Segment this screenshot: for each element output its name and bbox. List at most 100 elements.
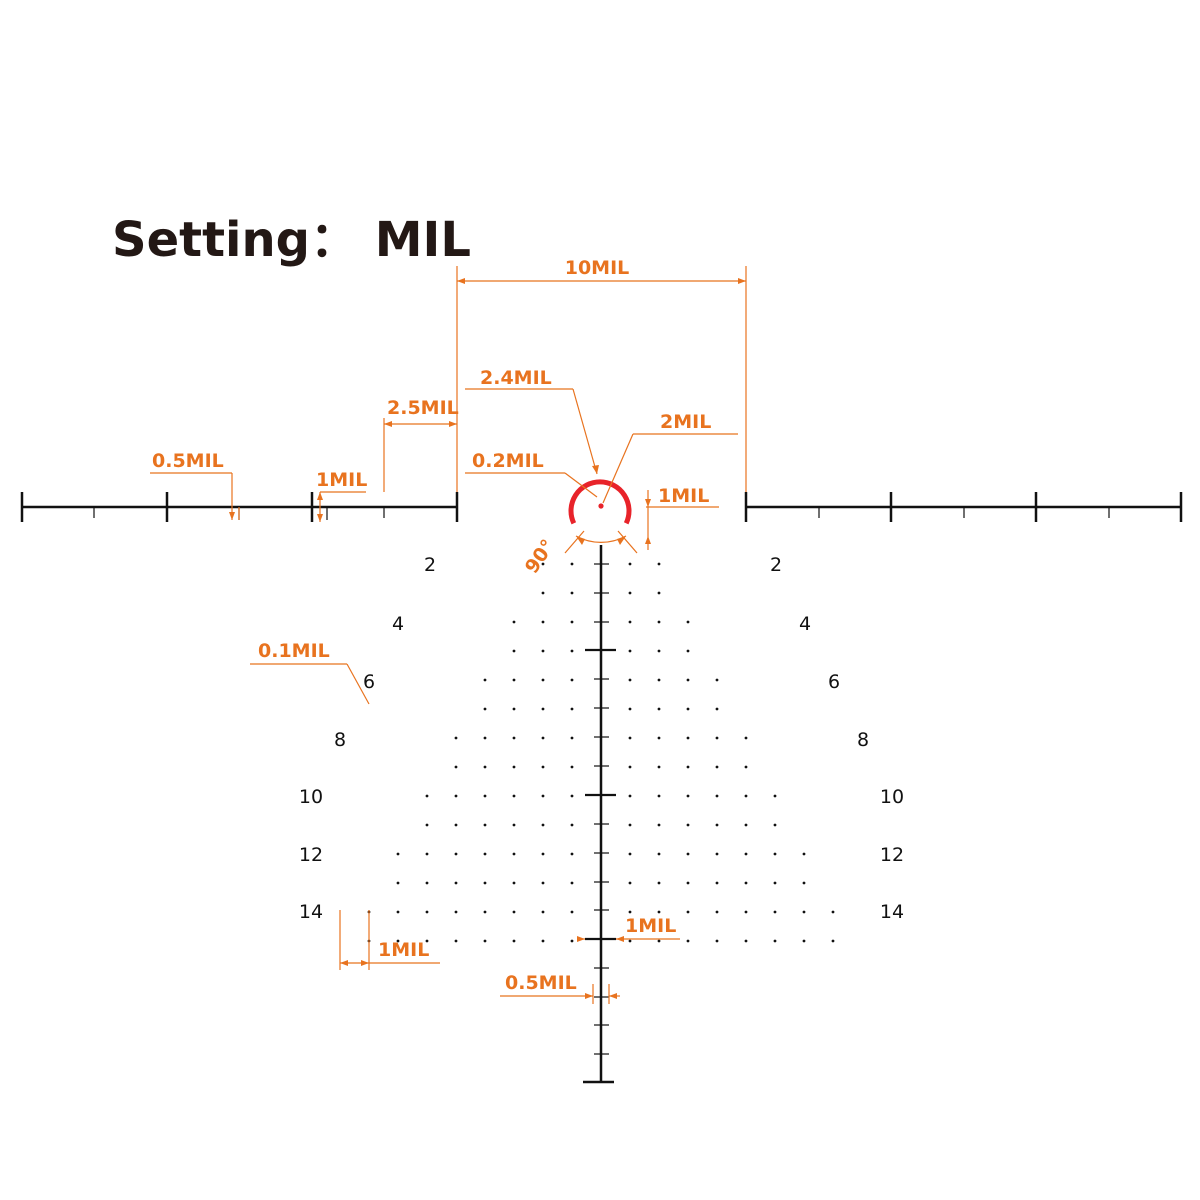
annotation-two-point-five-mil: 2.5MIL: [383, 397, 459, 492]
holdover-dot: [454, 881, 458, 885]
holdover-dot: [570, 736, 574, 740]
holdover-dot: [541, 591, 545, 595]
holdover-dot: [570, 794, 574, 798]
annotation-ninety-degrees: 90°: [521, 530, 638, 578]
holdover-dot: [483, 939, 487, 943]
holdover-dot: [541, 736, 545, 740]
holdover-dot: [773, 852, 777, 856]
holdover-dot: [744, 823, 748, 827]
row-label-left: 4: [392, 613, 404, 635]
annotation-two-point-four-mil: 2.4MIL: [465, 367, 599, 475]
holdover-dot: [628, 649, 632, 653]
holdover-dot: [454, 765, 458, 769]
holdover-dot: [570, 620, 574, 624]
holdover-dot: [802, 881, 806, 885]
holdover-dot: [657, 852, 661, 856]
holdover-dot: [541, 852, 545, 856]
holdover-dot: [570, 562, 574, 566]
holdover-dot: [802, 910, 806, 914]
holdover-dot: [715, 736, 719, 740]
holdover-dot: [570, 591, 574, 595]
holdover-dot: [570, 823, 574, 827]
holdover-dot: [715, 823, 719, 827]
label-one-mil-left: 1MIL: [316, 469, 367, 491]
holdover-dot: [657, 823, 661, 827]
row-label-left: 10: [299, 786, 323, 808]
holdover-dot: [773, 794, 777, 798]
holdover-dot: [657, 678, 661, 682]
annotation-zero-point-two-mil: 0.2MIL: [465, 450, 598, 498]
holdover-dot: [744, 736, 748, 740]
holdover-dot: [570, 707, 574, 711]
holdover-dot: [657, 939, 661, 943]
holdover-dot: [541, 823, 545, 827]
holdover-dot: [773, 881, 777, 885]
label-zero-point-one-mil: 0.1MIL: [258, 640, 330, 662]
row-label-left: 12: [299, 844, 323, 866]
holdover-dot: [541, 765, 545, 769]
holdover-dot: [425, 852, 429, 856]
label-zero-point-five-mil-post: 0.5MIL: [505, 972, 577, 994]
holdover-dot: [831, 910, 835, 914]
row-label-right: 14: [880, 901, 904, 923]
page-title: Setting： MIL: [112, 212, 471, 268]
annotation-zero-point-five-mil-post: 0.5MIL: [500, 972, 620, 1004]
holdover-dot: [831, 939, 835, 943]
holdover-dot: [628, 678, 632, 682]
holdover-dot: [570, 649, 574, 653]
holdover-dot: [657, 620, 661, 624]
holdover-dot: [570, 910, 574, 914]
holdover-dot: [454, 910, 458, 914]
holdover-dot: [570, 678, 574, 682]
holdover-dot: [773, 910, 777, 914]
holdover-dot: [483, 736, 487, 740]
holdover-dot: [570, 852, 574, 856]
holdover-dot: [454, 736, 458, 740]
label-zero-point-five-mil-top: 0.5MIL: [152, 450, 224, 472]
label-two-point-five-mil: 2.5MIL: [387, 397, 459, 419]
annotation-zero-point-one-mil: 0.1MIL: [250, 640, 370, 705]
holdover-dot: [773, 939, 777, 943]
holdover-dot: [657, 707, 661, 711]
row-label-right: 2: [770, 554, 782, 576]
holdover-dot: [715, 707, 719, 711]
holdover-dot: [715, 881, 719, 885]
holdover-dot: [483, 852, 487, 856]
holdover-dot: [425, 910, 429, 914]
holdover-dot: [512, 881, 516, 885]
holdover-dot: [657, 765, 661, 769]
holdover-dot: [657, 562, 661, 566]
holdover-dot: [570, 881, 574, 885]
holdover-dot: [744, 852, 748, 856]
holdover-dot: [570, 765, 574, 769]
holdover-dot: [512, 910, 516, 914]
holdover-dot: [686, 620, 690, 624]
holdover-dot: [454, 823, 458, 827]
holdover-dot: [628, 910, 632, 914]
holdover-dot: [686, 678, 690, 682]
annotation-one-mil-right: 1MIL: [645, 485, 719, 550]
holdover-dot: [744, 765, 748, 769]
holdover-dot: [628, 823, 632, 827]
holdover-dot: [541, 939, 545, 943]
annotation-two-mil: 2MIL: [602, 411, 738, 504]
holdover-dot: [628, 765, 632, 769]
holdover-dot: [425, 794, 429, 798]
row-label-left: 2: [424, 554, 436, 576]
holdover-dot: [512, 794, 516, 798]
holdover-dot: [541, 794, 545, 798]
holdover-dot: [483, 910, 487, 914]
holdover-dot: [744, 794, 748, 798]
holdover-dot: [657, 910, 661, 914]
holdover-dot: [541, 678, 545, 682]
row-label-right: 8: [857, 729, 869, 751]
holdover-dot: [483, 823, 487, 827]
holdover-dot: [396, 910, 400, 914]
label-two-mil: 2MIL: [660, 411, 711, 433]
annotation-one-mil-grid: 1MIL: [339, 910, 440, 970]
grid-row-labels-right: 2 4 6 8 10 12 14: [770, 554, 904, 923]
annotation-one-mil-post: 1MIL: [577, 915, 680, 942]
holdover-dot: [657, 591, 661, 595]
holdover-dot: [512, 765, 516, 769]
